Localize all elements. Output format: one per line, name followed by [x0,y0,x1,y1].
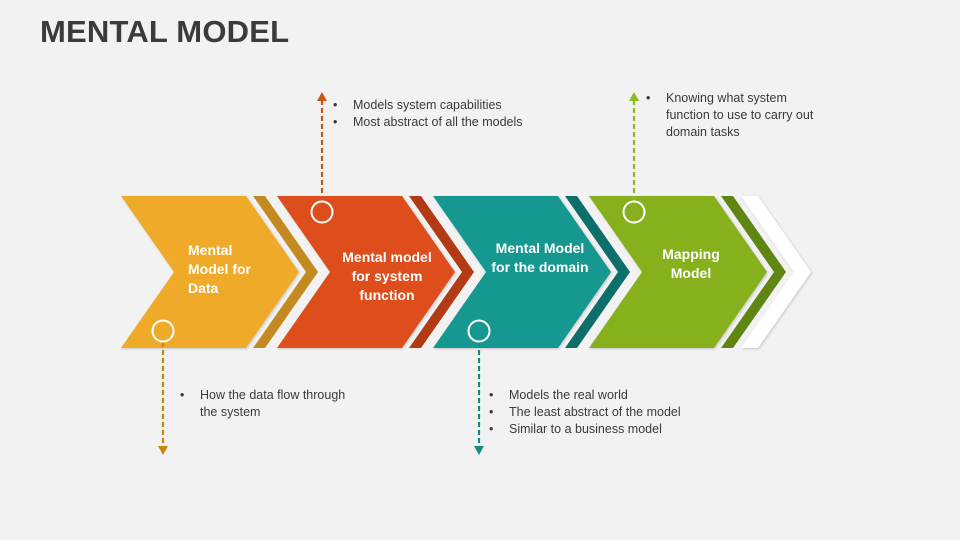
stage-3-marker [467,319,491,343]
stage-4-label: Mapping Model [662,246,720,281]
connector-1 [151,319,175,455]
stage-3-note-item: The least abstract of the model [485,404,715,421]
stage-3-notes: Models the real world The least abstract… [485,387,715,438]
stage-1-marker [151,319,175,343]
stage-3-stripe [565,196,630,348]
stage-4-stripe [721,196,786,348]
stage-1-chevron [121,196,299,348]
page-title: MENTAL MODEL [40,14,290,49]
stage-2-notes: Models system capabilities Most abstract… [329,97,549,131]
stage-2-note-item: Models system capabilities [329,97,549,114]
connector-4 [622,92,646,224]
stage-2-chevron [277,196,455,348]
stage-1-note-item: How the data flow through the system [176,387,366,421]
stage-3-chevron [433,196,611,348]
stage-1-stripe [253,196,318,348]
stage-2-stripe [409,196,474,348]
stage-4-chevron [589,196,767,348]
stage-2-note-item: Most abstract of all the models [329,114,549,131]
stage-4-notes: Knowing what system function to use to c… [642,90,832,141]
stage-2-marker [310,200,334,224]
stage-3-note-item: Models the real world [485,387,715,404]
stage-1-label: Mental Model for Data [188,242,251,296]
stage-1-notes: How the data flow through the system [176,387,366,421]
stage-4-marker [622,200,646,224]
end-white-chevron [741,196,811,348]
connector-3 [467,319,491,455]
stage-3-note-item: Similar to a business model [485,421,715,438]
stage-3-label: Mental Model for the domain [491,240,589,275]
stage-2-label: Mental model for system function [342,249,432,303]
stage-4-note-item: Knowing what system function to use to c… [642,90,832,141]
connector-2 [310,92,334,224]
